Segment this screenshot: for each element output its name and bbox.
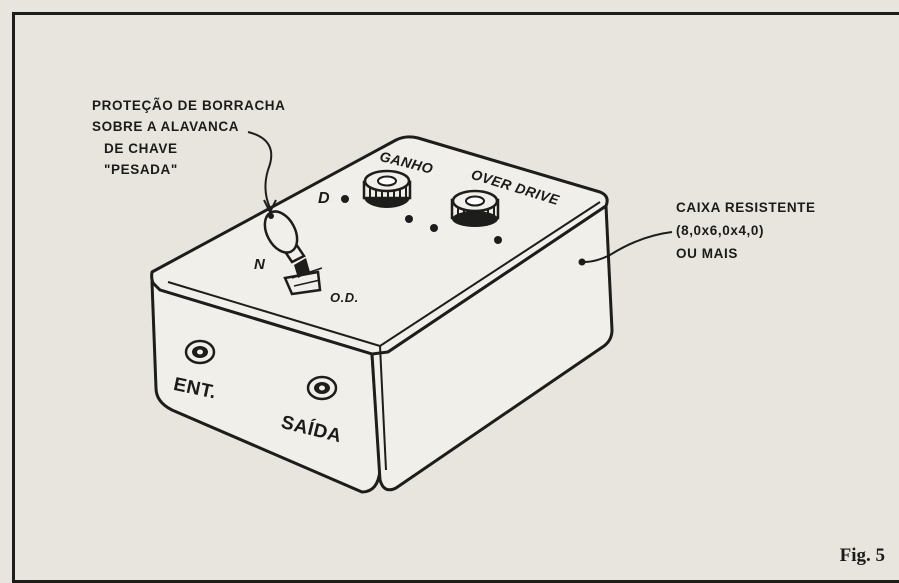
box-leader bbox=[583, 231, 673, 263]
box-side-face bbox=[370, 204, 614, 492]
box-callout-line-1: CAIXA RESISTENTE bbox=[676, 200, 816, 215]
distortion-position-label: D bbox=[318, 190, 331, 207]
knob-marker-dots bbox=[341, 195, 502, 244]
input-jack bbox=[184, 339, 216, 365]
toggle-switch bbox=[263, 210, 323, 296]
figure-frame bbox=[12, 12, 899, 583]
gain-knob bbox=[362, 169, 412, 208]
box-body bbox=[150, 135, 614, 494]
rubber-boot-callout-line-1: PROTEÇÃO DE BORRACHA bbox=[92, 98, 286, 113]
rubber-boot-callout-line-3: DE CHAVE bbox=[104, 141, 178, 156]
figure-number: Fig. 5 bbox=[839, 545, 885, 566]
box-leader-dot bbox=[578, 258, 586, 266]
rubber-boot-callout-line-2: SOBRE A ALAVANCA bbox=[92, 119, 240, 134]
output-jack bbox=[306, 375, 338, 401]
rubber-boot-leader bbox=[247, 131, 273, 209]
rubber-boot-arrowhead bbox=[263, 199, 277, 215]
box-callout-line-3: OU MAIS bbox=[676, 246, 738, 261]
overdrive-knob bbox=[450, 189, 500, 227]
normal-position-label: N bbox=[254, 256, 266, 273]
box-callout-line-2: (8,0x6,0x4,0) bbox=[676, 223, 765, 238]
overdrive-position-label: O.D. bbox=[330, 290, 359, 305]
rubber-boot-callout-line-4: "PESADA" bbox=[104, 162, 178, 177]
box-edges bbox=[167, 201, 601, 471]
